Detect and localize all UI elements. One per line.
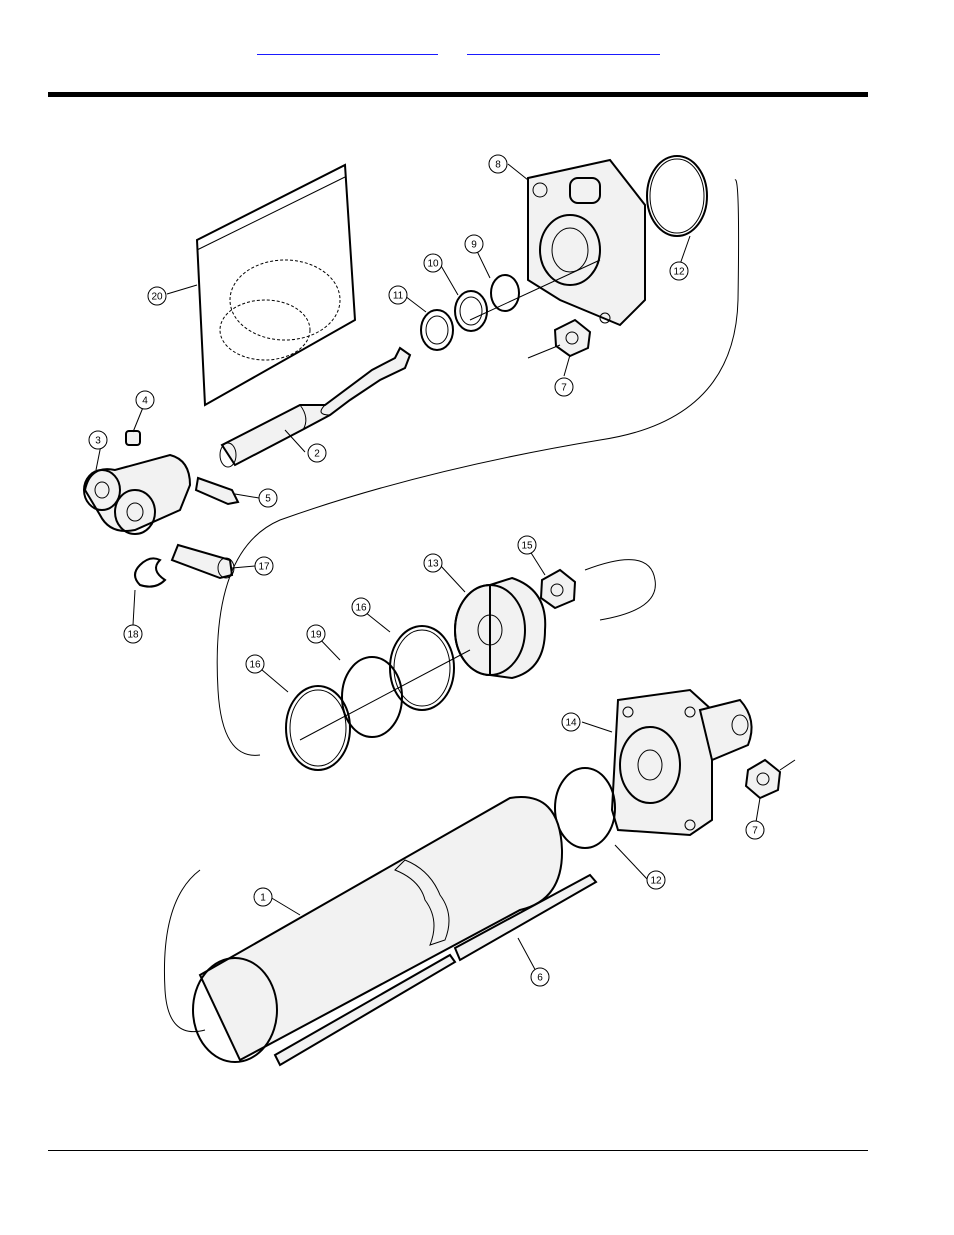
svg-text:3: 3 [95,436,101,447]
callout-15: 15 [518,536,536,554]
rod-end-cap-part [528,160,645,325]
svg-text:1: 1 [260,893,266,904]
callout-3: 3 [89,431,107,449]
callout-2: 2 [308,444,326,462]
backup-ring-bottom [555,768,615,848]
svg-text:18: 18 [127,630,139,641]
callout-20: 20 [148,287,166,305]
callout-9: 9 [465,235,483,253]
callout-16-lower: 16 [246,655,264,673]
seal-9 [491,275,519,311]
clevis-part [84,455,190,534]
callout-7-top: 7 [555,378,573,396]
nut-bottom-part [746,760,795,798]
svg-text:2: 2 [314,449,320,460]
svg-text:8: 8 [495,160,501,171]
svg-text:20: 20 [151,292,163,303]
svg-text:10: 10 [427,259,439,270]
callout-6: 6 [531,968,549,986]
callout-17: 17 [255,557,273,575]
callout-1: 1 [254,888,272,906]
svg-text:7: 7 [561,383,567,394]
svg-text:17: 17 [258,562,270,573]
svg-text:13: 13 [427,559,439,570]
callout-18: 18 [124,625,142,643]
seal-19 [342,657,402,737]
seal-kit-bag-part [197,165,355,405]
seal-16-upper [390,626,454,710]
svg-text:16: 16 [249,660,261,671]
small-nut-part [126,431,140,445]
callout-16-upper: 16 [352,598,370,616]
callout-4: 4 [136,391,154,409]
svg-text:12: 12 [650,876,662,887]
footer-rule [48,1150,868,1151]
svg-text:15: 15 [521,541,533,552]
callout-7-bottom: 7 [746,821,764,839]
callout-19: 19 [307,625,325,643]
svg-text:9: 9 [471,240,477,251]
bolt-part [196,478,238,504]
cap-end-part [612,690,752,835]
svg-text:19: 19 [310,630,322,641]
svg-text:16: 16 [355,603,367,614]
nut-top-part [528,320,590,358]
svg-text:12: 12 [673,267,685,278]
svg-text:14: 14 [565,718,577,729]
callout-10: 10 [424,254,442,272]
callout-13: 13 [424,554,442,572]
svg-text:7: 7 [752,826,758,837]
callout-11: 11 [389,286,407,304]
hair-pin-clip-part [135,558,165,586]
callout-14: 14 [562,713,580,731]
piston-nut-part [541,570,575,608]
callout-12-top: 12 [670,262,688,280]
backup-ring-top [647,156,707,236]
svg-text:5: 5 [265,494,271,505]
svg-text:4: 4 [142,396,148,407]
clevis-pin-part [172,545,234,578]
callout-8: 8 [489,155,507,173]
piston-part [455,578,545,678]
svg-text:6: 6 [537,973,543,984]
svg-text:11: 11 [393,291,404,302]
callout-12-bottom: 12 [647,871,665,889]
callout-5: 5 [259,489,277,507]
seal-16-lower [286,686,350,770]
